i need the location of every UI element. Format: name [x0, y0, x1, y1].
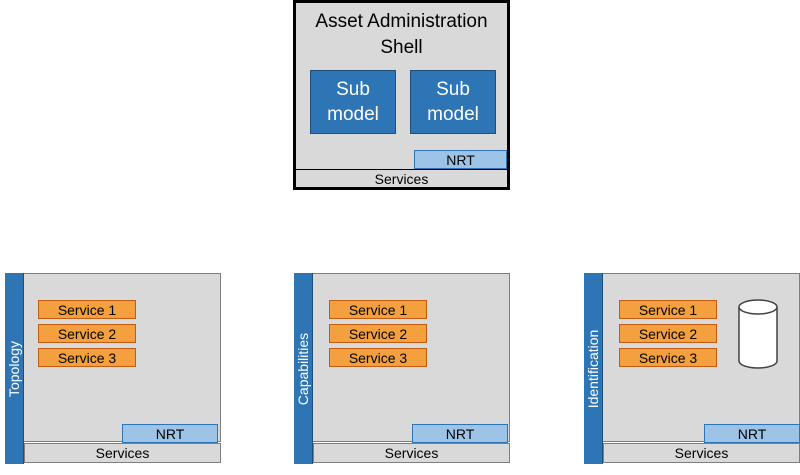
capabilities-service-3: Service 3: [329, 348, 427, 367]
submodel-2-line2: model: [427, 104, 479, 125]
aas-nrt-box: NRT: [414, 150, 507, 169]
submodel-1-line1: Sub: [336, 79, 370, 100]
topology-services-bar: Services: [24, 443, 221, 463]
identification-nrt-box: NRT: [704, 424, 800, 443]
submodel-box-1: Sub model: [310, 70, 396, 134]
capabilities-services-bar: Services: [313, 443, 510, 463]
aas-title-line2: Shell: [380, 37, 423, 58]
capabilities-nrt-box: NRT: [412, 424, 508, 443]
identification-label: Identification: [585, 329, 601, 408]
database-icon: [738, 299, 778, 369]
identification-service-1: Service 1: [619, 300, 717, 319]
topology-label: Topology: [6, 340, 22, 397]
identification-services-bar: Services: [603, 443, 800, 463]
asset-administration-shell: Asset Administration Shell Sub model Sub…: [293, 0, 510, 190]
topology-nrt-box: NRT: [122, 424, 218, 443]
topology-sidebar: Topology: [5, 273, 24, 464]
capabilities-label: Capabilities: [295, 332, 311, 405]
submodel-box-2: Sub model: [410, 70, 496, 134]
topology-service-3: Service 3: [38, 348, 136, 367]
identification-service-2: Service 2: [619, 324, 717, 343]
aas-title: Asset Administration Shell: [296, 9, 507, 61]
submodel-2-line1: Sub: [436, 79, 470, 100]
topology-service-2: Service 2: [38, 324, 136, 343]
identification-service-3: Service 3: [619, 348, 717, 367]
capabilities-service-1: Service 1: [329, 300, 427, 319]
identification-sidebar: Identification: [584, 273, 603, 464]
capabilities-sidebar: Capabilities: [294, 273, 313, 464]
aas-services-bar: Services: [296, 169, 507, 187]
submodel-1-line2: model: [327, 104, 379, 125]
aas-title-line1: Asset Administration: [315, 11, 488, 32]
capabilities-service-2: Service 2: [329, 324, 427, 343]
topology-service-1: Service 1: [38, 300, 136, 319]
